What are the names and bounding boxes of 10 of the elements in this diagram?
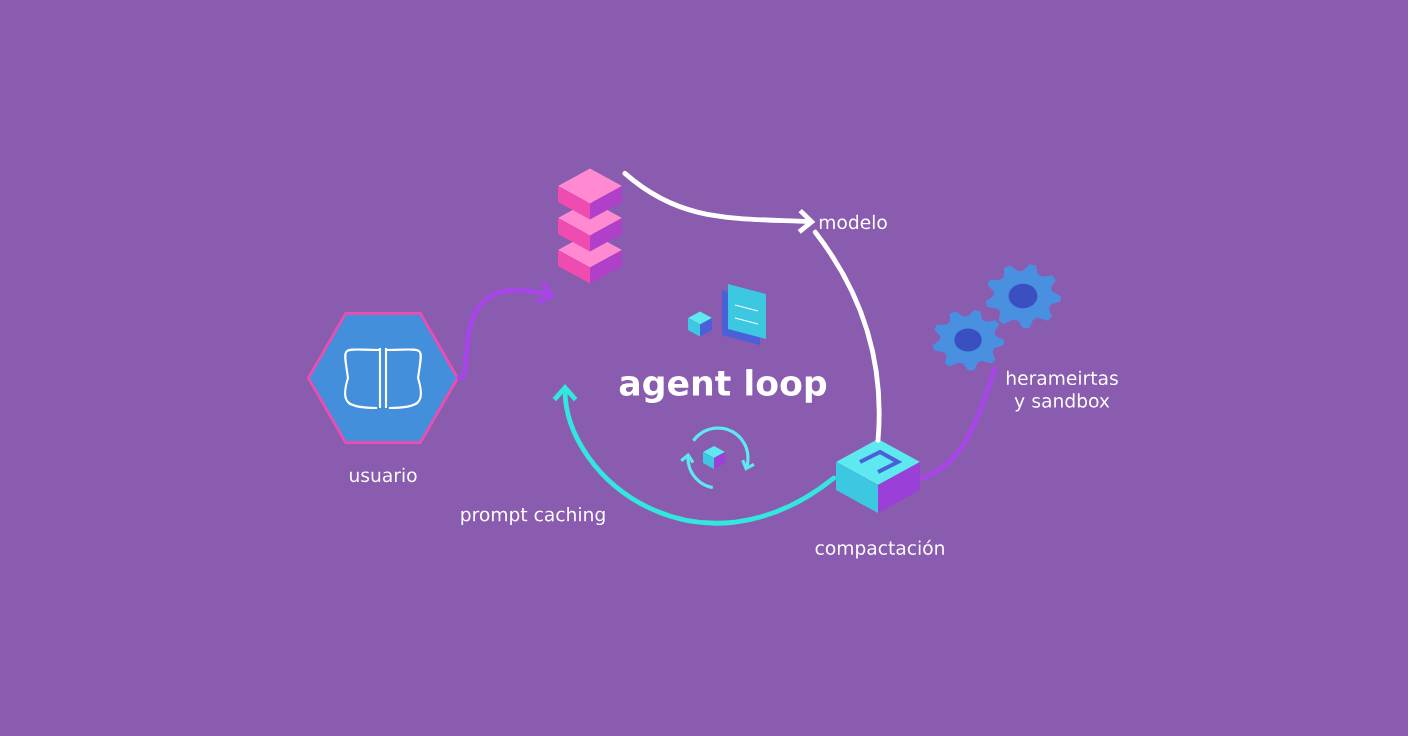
arrow xyxy=(456,280,556,381)
stack-drawing xyxy=(558,168,622,284)
node-label: usuario xyxy=(350,467,417,483)
arrow xyxy=(622,171,816,234)
arrow xyxy=(552,384,837,526)
node-label: modelo xyxy=(819,214,887,230)
node-label: compactación xyxy=(815,539,944,559)
label: prompt caching xyxy=(461,507,605,526)
title: agent loop xyxy=(619,369,827,403)
node-label: herameirtas y sandbox xyxy=(1007,370,1118,412)
